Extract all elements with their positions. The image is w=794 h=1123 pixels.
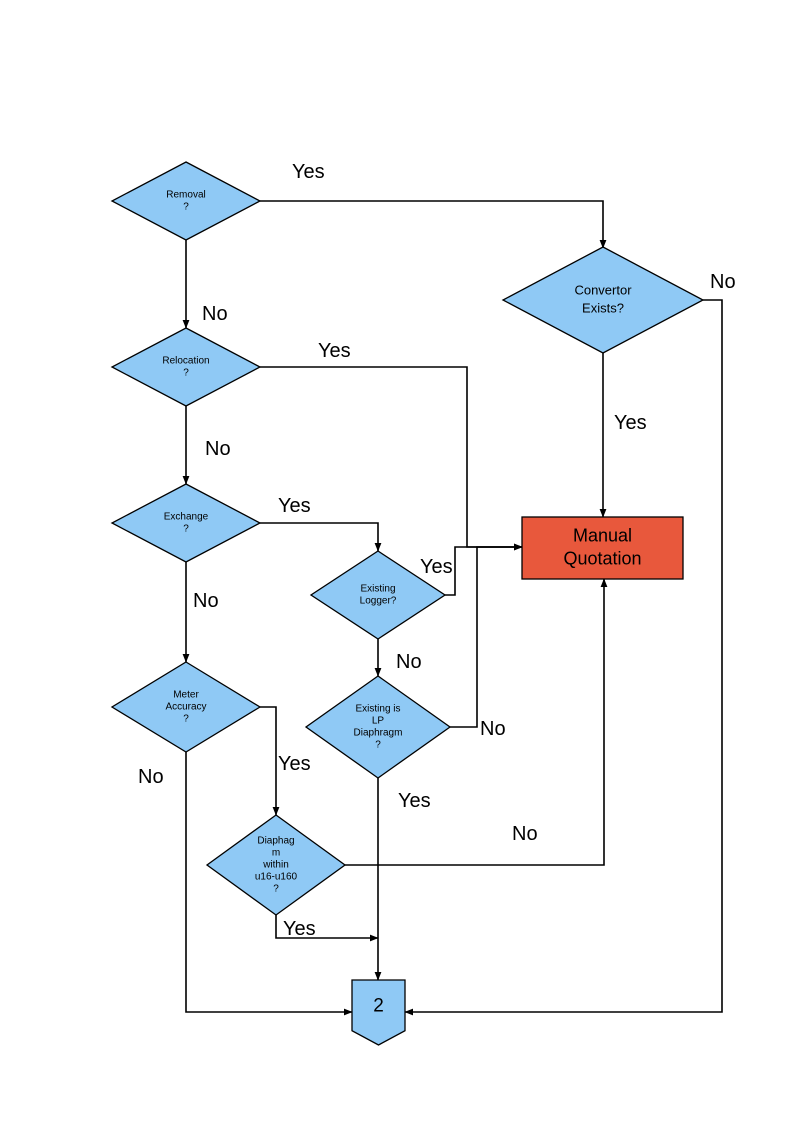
edge-label-logger-no: No (396, 651, 422, 673)
node-label: ? (183, 368, 189, 379)
decision-shape (110, 483, 262, 563)
edge-label-diaphagm-no: No (512, 823, 538, 845)
edge-convertor-no-to-2 (404, 299, 723, 1016)
node-label: Meter (173, 690, 199, 701)
decision-shape (110, 661, 262, 753)
decision-shape (205, 814, 347, 916)
edge-diaphagm-yes-to-2 (275, 915, 379, 942)
edge-label-exchange-yes: Yes (278, 495, 311, 517)
edge-label-lp-yes: Yes (398, 790, 431, 812)
node-label: Accuracy (165, 702, 206, 713)
node-removal[interactable]: Removal? (110, 161, 262, 241)
node-label: LP (372, 716, 385, 727)
node-label: 2 (373, 996, 384, 1017)
node-label: Quotation (563, 548, 641, 568)
node-label: Logger? (360, 596, 397, 607)
node-relocation[interactable]: Relocation? (110, 327, 262, 407)
node-label: ? (183, 202, 189, 213)
node-label: Diaphag (257, 836, 294, 847)
edge-label-diaphagm-yes: Yes (283, 918, 316, 940)
edge-label-convertor-yes: Yes (614, 412, 647, 434)
edge-label-removal-yes: Yes (292, 161, 325, 183)
edge-exchange-to-logger (260, 522, 382, 552)
edge-meter-no-to-2 (185, 752, 353, 1016)
decision-shape (501, 246, 705, 354)
decision-shape (110, 327, 262, 407)
node-label: ? (183, 524, 189, 535)
edge-removal-to-convertor (260, 200, 607, 249)
edges-layer (182, 200, 723, 1016)
connector-shape (351, 979, 406, 1046)
node-label: Existing (360, 584, 395, 595)
edge-label-lp-no: No (480, 718, 506, 740)
process-shape (521, 516, 684, 580)
edge-label-logger-yes: Yes (420, 556, 453, 578)
edge-label-meter-accuracy-yes: Yes (278, 753, 311, 775)
edge-label-removal-no: No (202, 303, 228, 325)
edge-logger-yes-to-manual (445, 543, 523, 596)
node-label: Relocation (162, 356, 209, 367)
edge-label-exchange-no: No (193, 590, 219, 612)
decision-shape (309, 550, 447, 640)
decision-shape (110, 161, 262, 241)
edge-label-convertor-no: No (710, 271, 736, 293)
nodes-layer: Removal?Relocation?Exchange?MeterAccurac… (110, 161, 705, 1046)
edge-lp-no-to-manual (450, 543, 523, 728)
node-label: Convertor (574, 282, 632, 297)
node-label: ? (273, 884, 279, 895)
node-label: Manual (573, 525, 632, 545)
node-label: Removal (166, 190, 205, 201)
node-exchange[interactable]: Exchange? (110, 483, 262, 563)
edge-meter-yes-to-diaphagm (260, 706, 280, 816)
node-label: m (272, 848, 280, 859)
node-label: Existing is (355, 704, 400, 715)
node-label: ? (375, 740, 381, 751)
node-label: Exists? (582, 300, 624, 315)
decision-shape (304, 675, 452, 779)
node-connector-2[interactable]: 2 (351, 979, 406, 1046)
node-label: within (262, 860, 289, 871)
node-label: ? (183, 714, 189, 725)
edge-label-meter-accuracy-no: No (138, 766, 164, 788)
edge-label-relocation-no: No (205, 438, 231, 460)
edge-diaphagm-no-to-manual (345, 578, 608, 866)
edge-relocation-to-manual (260, 366, 523, 551)
node-label: u16-u160 (255, 872, 298, 883)
edge-label-relocation-yes: Yes (318, 340, 351, 362)
node-label: Diaphragm (354, 728, 403, 739)
node-label: Exchange (164, 512, 209, 523)
